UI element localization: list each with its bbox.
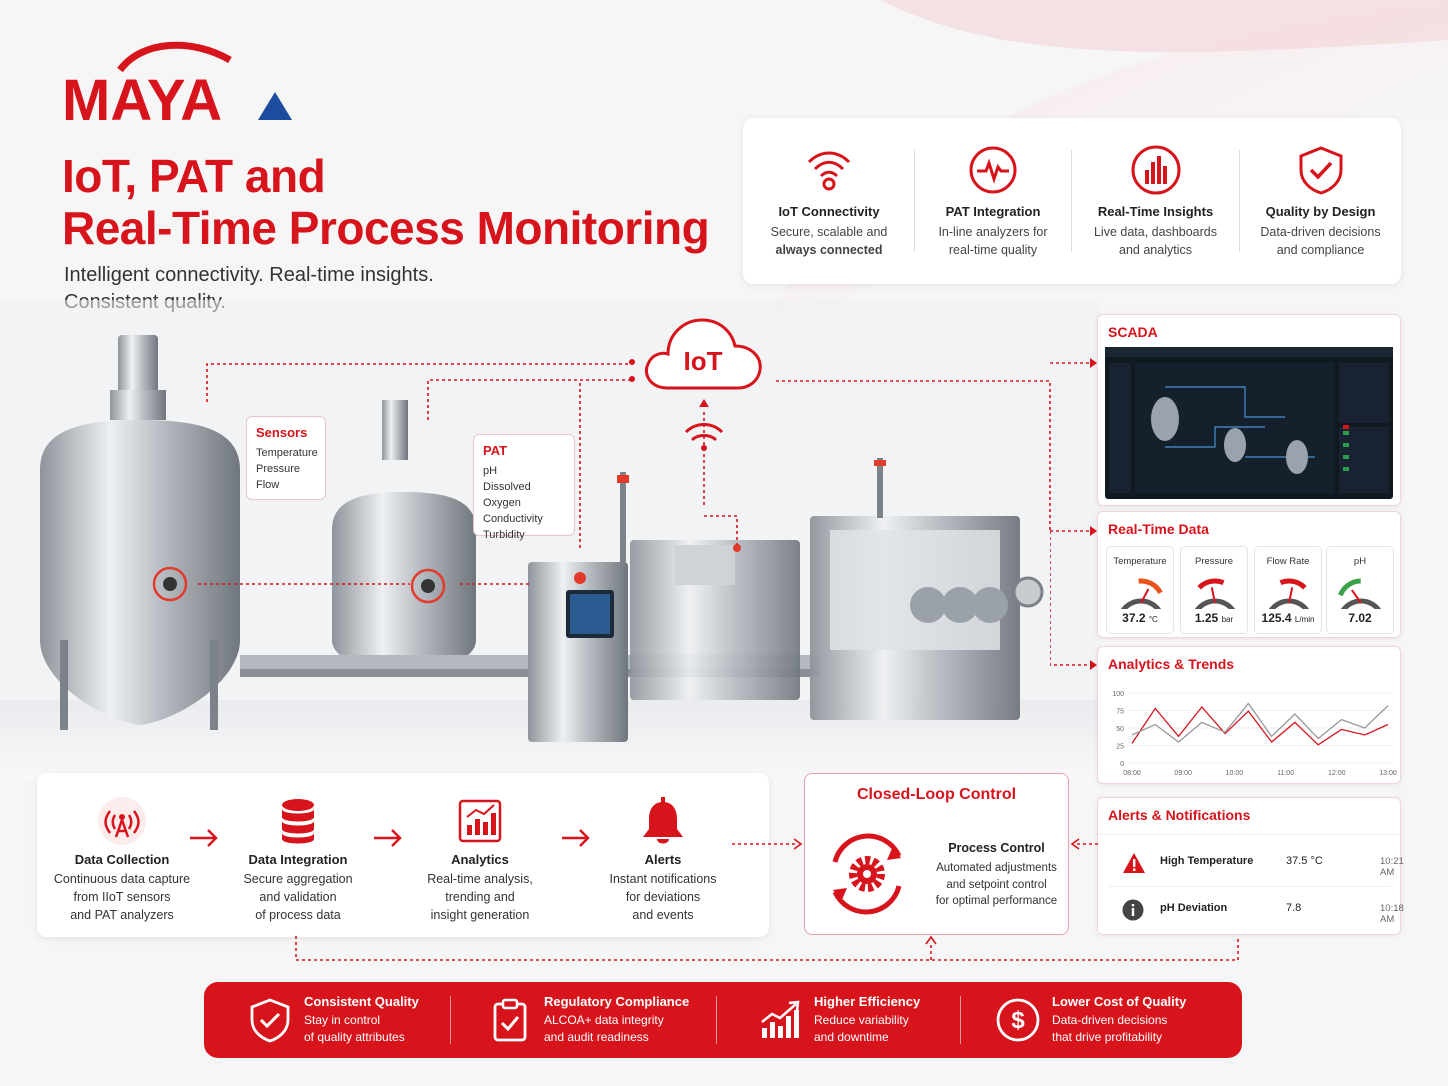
x-tick-label: 10:00 [1226, 770, 1244, 777]
pulse-icon [969, 146, 1017, 194]
alerts-panel: Alerts & Notifications High Temperature … [1097, 797, 1404, 935]
gauge-arc [1338, 578, 1361, 597]
gauge-temperature: Temperature 37.2 °C [1106, 546, 1174, 634]
bell-icon [643, 797, 683, 844]
shield-check-icon [1299, 146, 1342, 195]
pat-callout: PAT pH Dissolved Oxygen Conductivity Tur… [473, 434, 575, 541]
growth-chart-icon [761, 1000, 800, 1038]
maya-logo: MAYA [62, 40, 312, 133]
iot-cloud-icon: IoT [644, 318, 762, 390]
analytics-icon [458, 799, 502, 843]
cycle-gear-icon [832, 833, 902, 915]
closed-loop-card: Closed-Loop Control Process Control Auto… [804, 773, 1069, 935]
realtime-data-panel: Real-Time Data Temperature 37.2 °C Press… [1097, 511, 1401, 638]
shield-check-icon [250, 998, 290, 1043]
y-tick-label: 25 [1116, 744, 1124, 751]
process-line-illustration [0, 300, 1100, 780]
scada-panel: SCADA [1097, 314, 1401, 506]
alert-row[interactable]: pH Deviation 7.8 10:18 AM [1108, 887, 1404, 933]
trend-chart: 100 75 50 25 0 08:00 09:00 10:00 11:00 12:00 13:00 [1112, 691, 1397, 777]
scada-title: SCADA [1108, 324, 1158, 340]
gauge-arc [1340, 598, 1382, 609]
x-tick-label: 13:00 [1379, 770, 1397, 777]
y-tick-label: 50 [1116, 726, 1124, 733]
clipboard-check-icon [493, 998, 527, 1042]
flow-arrow-icon [562, 829, 590, 847]
x-tick-label: 11:00 [1277, 770, 1294, 777]
info-icon [1122, 899, 1144, 921]
bar-chart-icon [1131, 145, 1180, 195]
flow-arrow-icon [190, 829, 218, 847]
gauge-arc [1138, 578, 1163, 595]
gauge-arc [1279, 578, 1307, 590]
x-tick-label: 12:00 [1328, 770, 1346, 777]
flow-arrow-icon [374, 829, 402, 847]
svg-text:$: $ [1011, 1007, 1025, 1034]
flow-analytics: Analytics Real-time analysis,trending an… [395, 773, 565, 937]
series-line [1131, 705, 1389, 746]
dollar-icon: $ [996, 998, 1040, 1042]
feature-insights: Real-Time Insights Live data, dashboards… [1072, 118, 1239, 284]
page-title: IoT, PAT and Real-Time Process Monitorin… [62, 150, 710, 254]
series-line [1131, 702, 1389, 743]
gauge-pressure: Pressure 1.25 bar [1180, 546, 1248, 634]
gauge-arc [1197, 578, 1225, 590]
cloud-label: IoT [684, 346, 723, 376]
antenna-icon [98, 797, 146, 845]
benefit-regulatory-compliance: Regulatory Compliance ALCOA+ data integr… [486, 982, 696, 1058]
logo-text: MAYA [62, 68, 222, 124]
cloud-connectors [629, 359, 635, 382]
to-control-connector [732, 838, 803, 850]
database-icon [282, 799, 314, 844]
feedback-loop-connector [295, 935, 1239, 961]
wifi-icon [807, 151, 851, 191]
panel-connectors [1050, 358, 1097, 670]
x-tick-label: 09:00 [1174, 770, 1192, 777]
feature-title: IoT Connectivity [778, 204, 880, 219]
from-alerts-connector [1070, 838, 1098, 850]
benefit-lower-cost: $ Lower Cost of Quality Data-driven deci… [994, 982, 1214, 1058]
gauge-flow-rate: Flow Rate 125.4 L/min [1254, 546, 1322, 634]
warning-icon [1123, 853, 1145, 873]
y-tick-label: 75 [1116, 709, 1124, 716]
gauge-needle [1210, 587, 1216, 604]
gauge-ph: pH 7.02 [1326, 546, 1394, 634]
gauge-needle [1350, 589, 1362, 604]
alert-row[interactable]: High Temperature 37.5 °C 10:21 AM [1108, 840, 1404, 886]
scada-screen [1105, 347, 1393, 499]
sensors-callout: Sensors Temperature Pressure Flow [246, 416, 326, 500]
x-tick-label: 08:00 [1123, 770, 1141, 777]
gauge-needle [1140, 588, 1150, 604]
y-tick-label: 100 [1112, 691, 1124, 698]
y-tick-label: 0 [1120, 761, 1124, 768]
gauge-needle [1288, 587, 1294, 604]
